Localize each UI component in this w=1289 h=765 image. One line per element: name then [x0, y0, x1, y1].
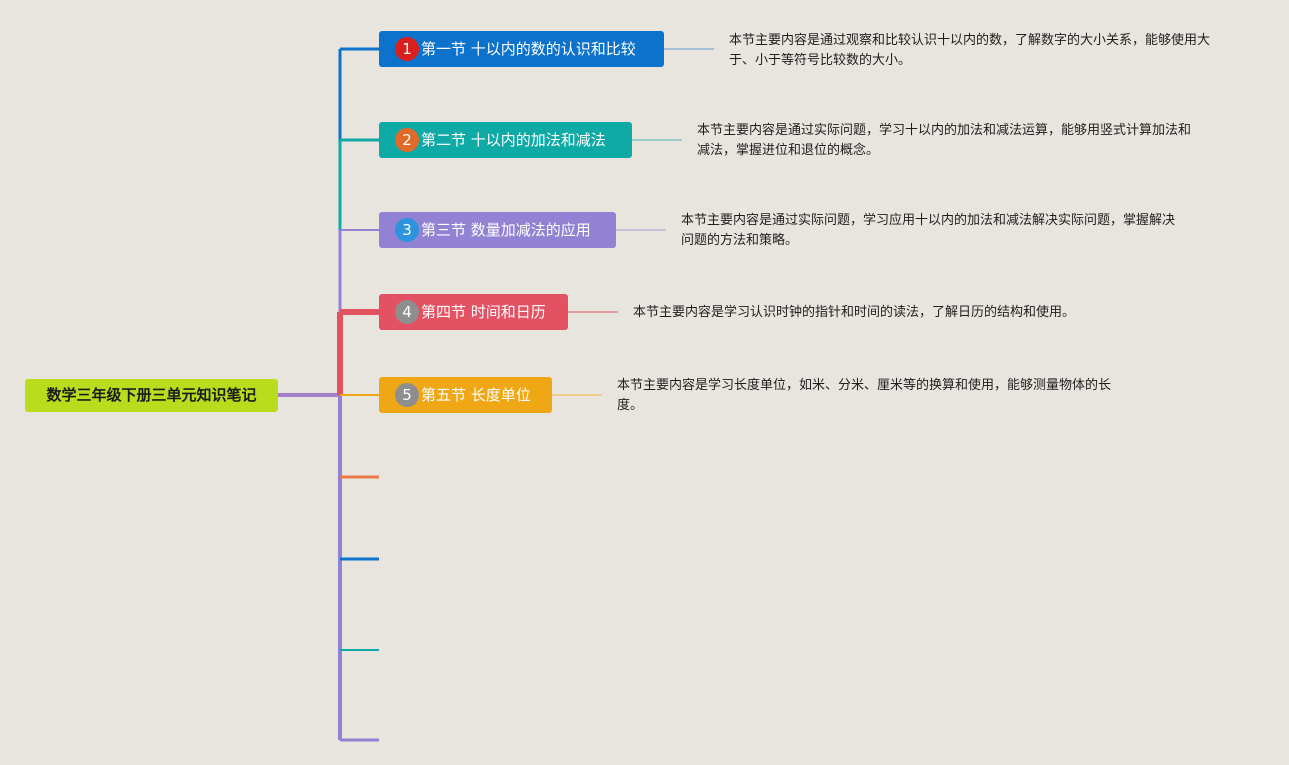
topic-4-number-badge: 4: [395, 300, 419, 324]
topic-3[interactable]: 3 第三节 数量加减法的应用: [379, 212, 616, 248]
topic-5-note: 本节主要内容是学习长度单位，如米、分米、厘米等的换算和使用，能够测量物体的长度。: [617, 378, 1112, 413]
topic-1-number-badge: 1: [395, 37, 419, 61]
topic-4-label: 第四节 时间和日历: [421, 303, 546, 321]
topic-3-label: 第三节 数量加减法的应用: [421, 221, 591, 239]
topic-2-number-badge: 2: [395, 128, 419, 152]
topic-1-label: 第一节 十以内的数的认识和比较: [421, 40, 636, 58]
topic-5-number-badge: 5: [395, 383, 419, 407]
topic-3-note: 本节主要内容是通过实际问题，学习应用十以内的加法和减法解决实际问题，掌握解决问题…: [681, 213, 1176, 248]
topic-1-note: 本节主要内容是通过观察和比较认识十以内的数，了解数字的大小关系，能够使用大于、小…: [729, 33, 1211, 68]
topic-2-label: 第二节 十以内的加法和减法: [421, 131, 606, 149]
root-topic[interactable]: 数学三年级下册三单元知识笔记: [25, 379, 278, 412]
topic-1[interactable]: 1 第一节 十以内的数的认识和比较: [379, 31, 664, 67]
topic-5-label: 第五节 长度单位: [421, 386, 531, 404]
topic-4-note: 本节主要内容是学习认识时钟的指针和时间的读法，了解日历的结构和使用。: [633, 305, 1076, 320]
topic-4[interactable]: 4 第四节 时间和日历: [379, 294, 568, 330]
topic-5[interactable]: 5 第五节 长度单位: [379, 377, 552, 413]
topic-2[interactable]: 2 第二节 十以内的加法和减法: [379, 122, 632, 158]
topic-3-number-badge: 3: [395, 218, 419, 242]
topic-2-note: 本节主要内容是通过实际问题，学习十以内的加法和减法运算，能够用竖式计算加法和减法…: [697, 123, 1192, 158]
